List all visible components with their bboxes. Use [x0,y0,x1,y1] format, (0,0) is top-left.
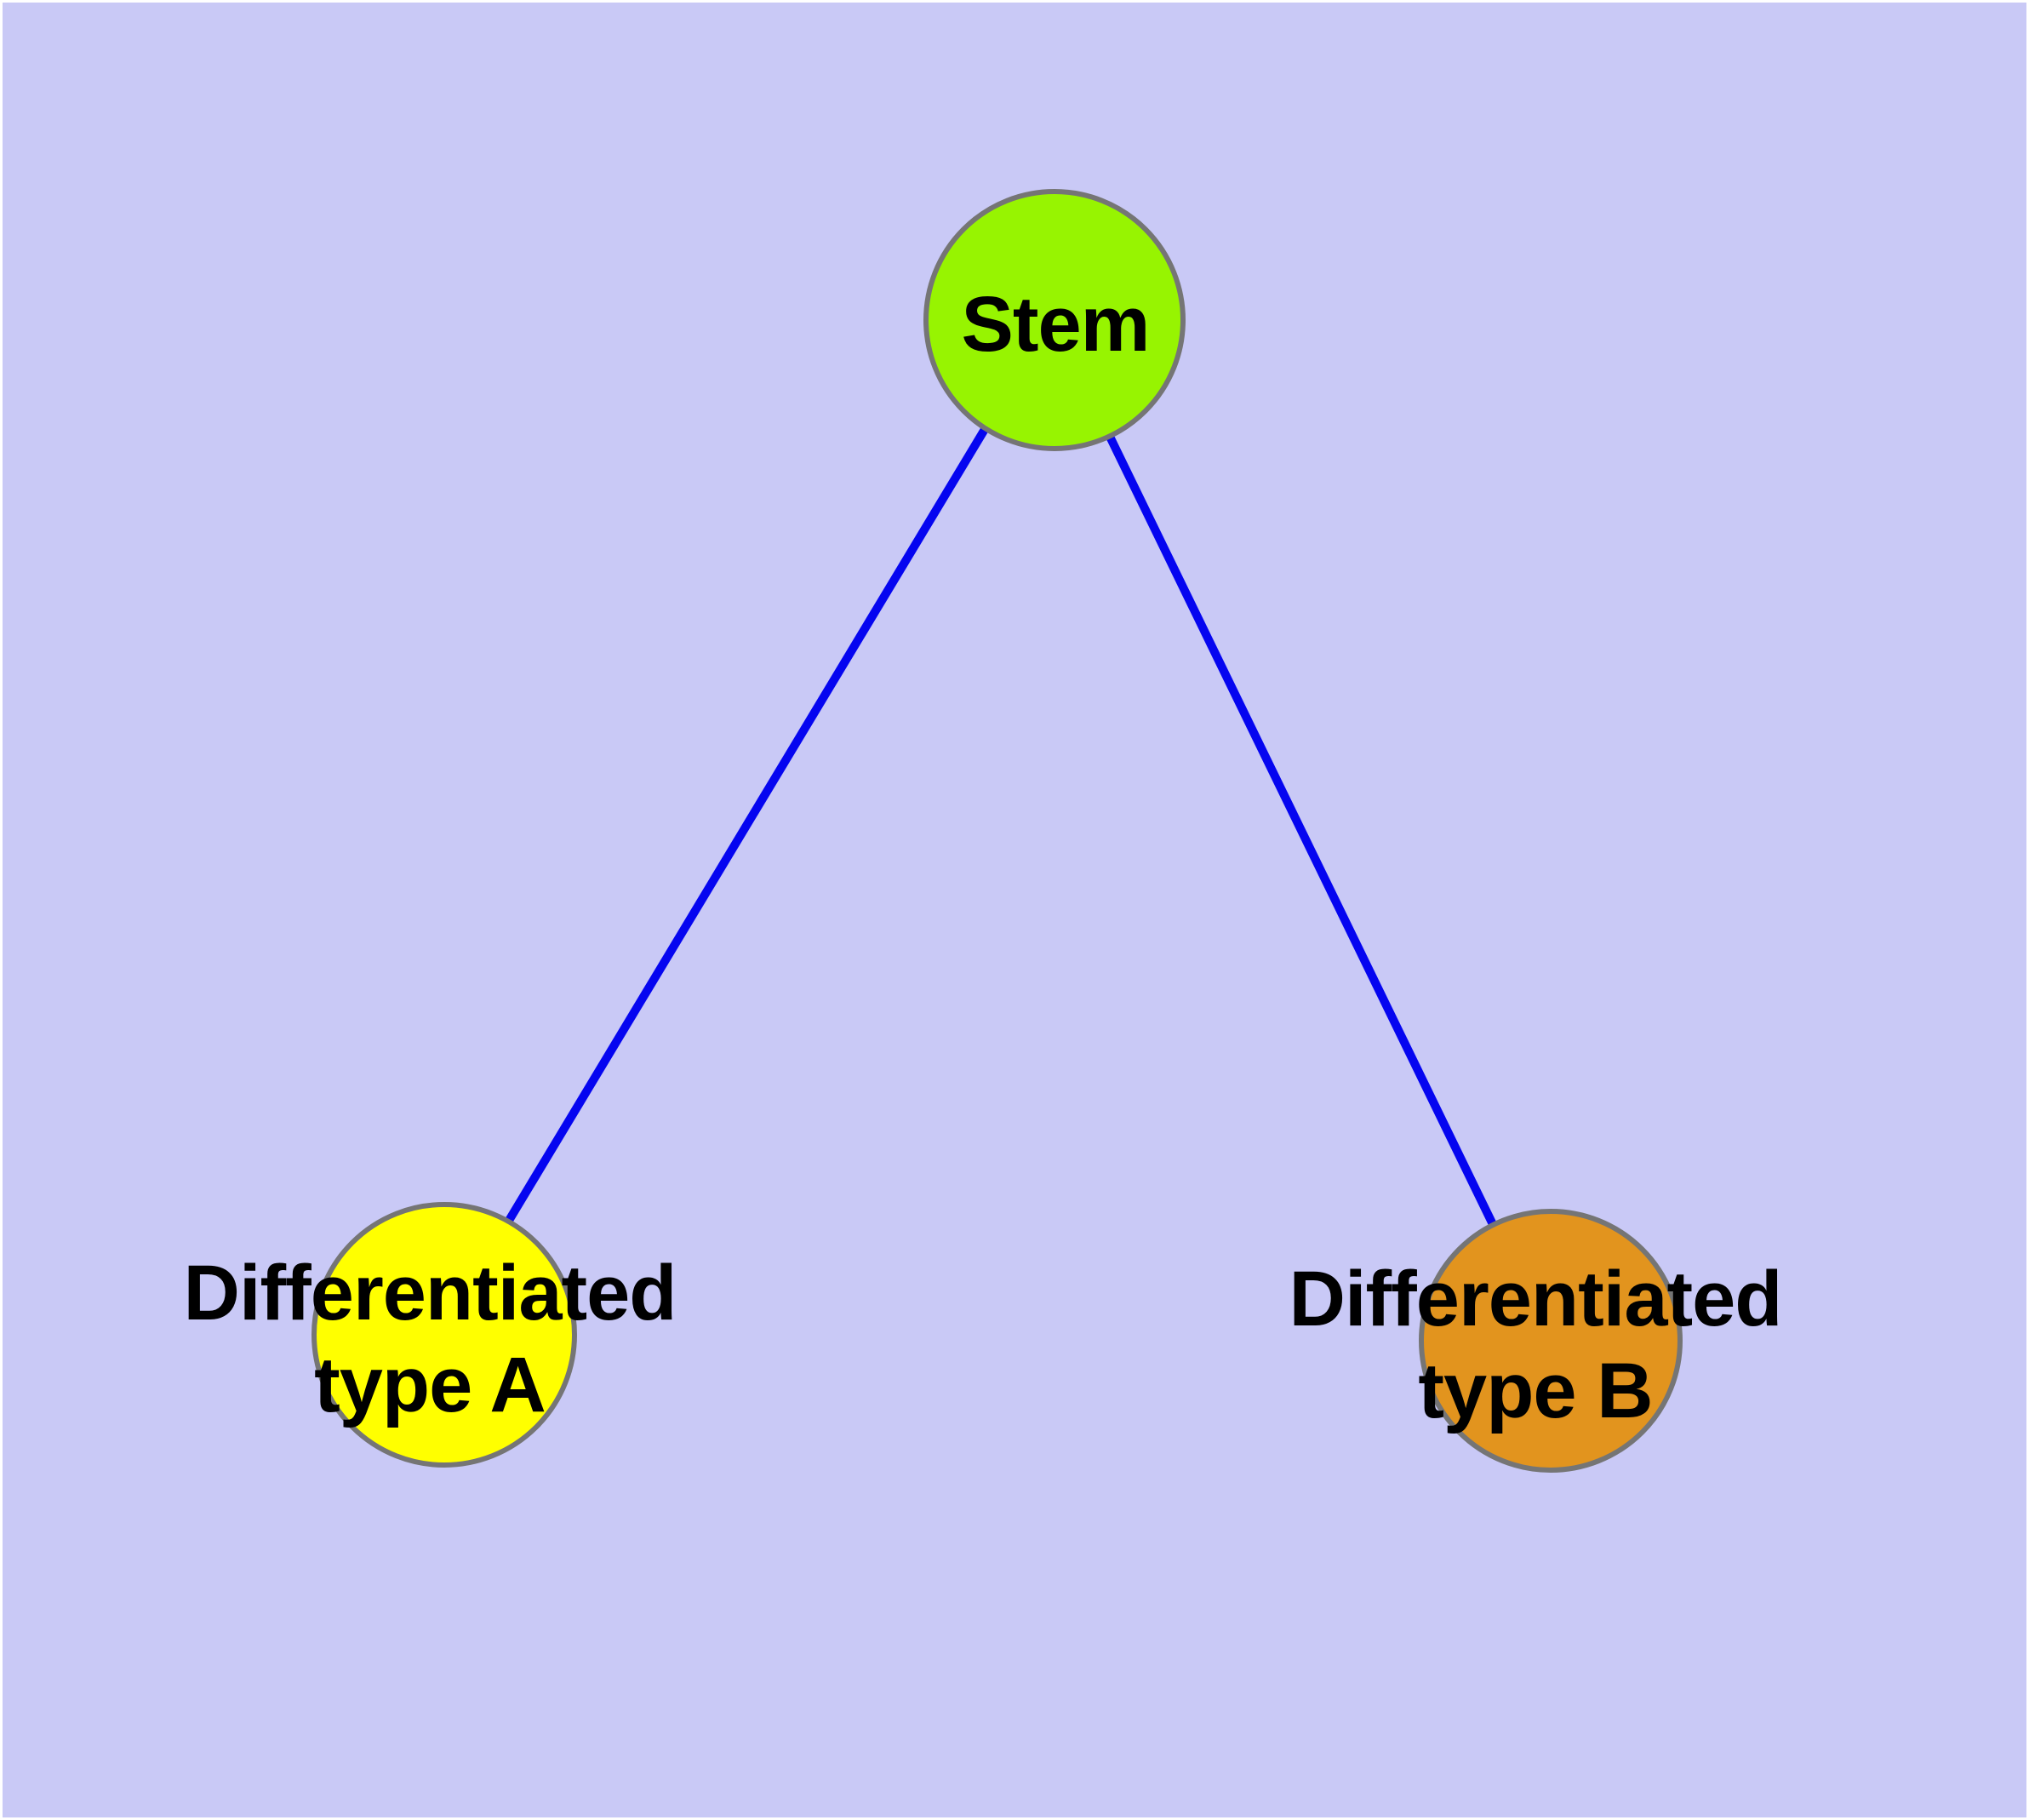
edge-stem-to-type-b [1048,315,1552,1341]
node-type-a-circle [311,1202,577,1468]
node-type-b-circle [1419,1209,1683,1473]
edge-stem-to-type-a [437,315,1056,1335]
node-type-a-label: Differentiated type A [183,1250,677,1428]
node-stem-label: Stem [961,281,1151,368]
diagram-canvas: Stem Differentiated type A Differentiate… [3,3,2026,1817]
node-type-b-label: Differentiated type B [1289,1256,1783,1434]
graph-svg [311,189,1683,1473]
node-stem-circle [923,189,1186,451]
